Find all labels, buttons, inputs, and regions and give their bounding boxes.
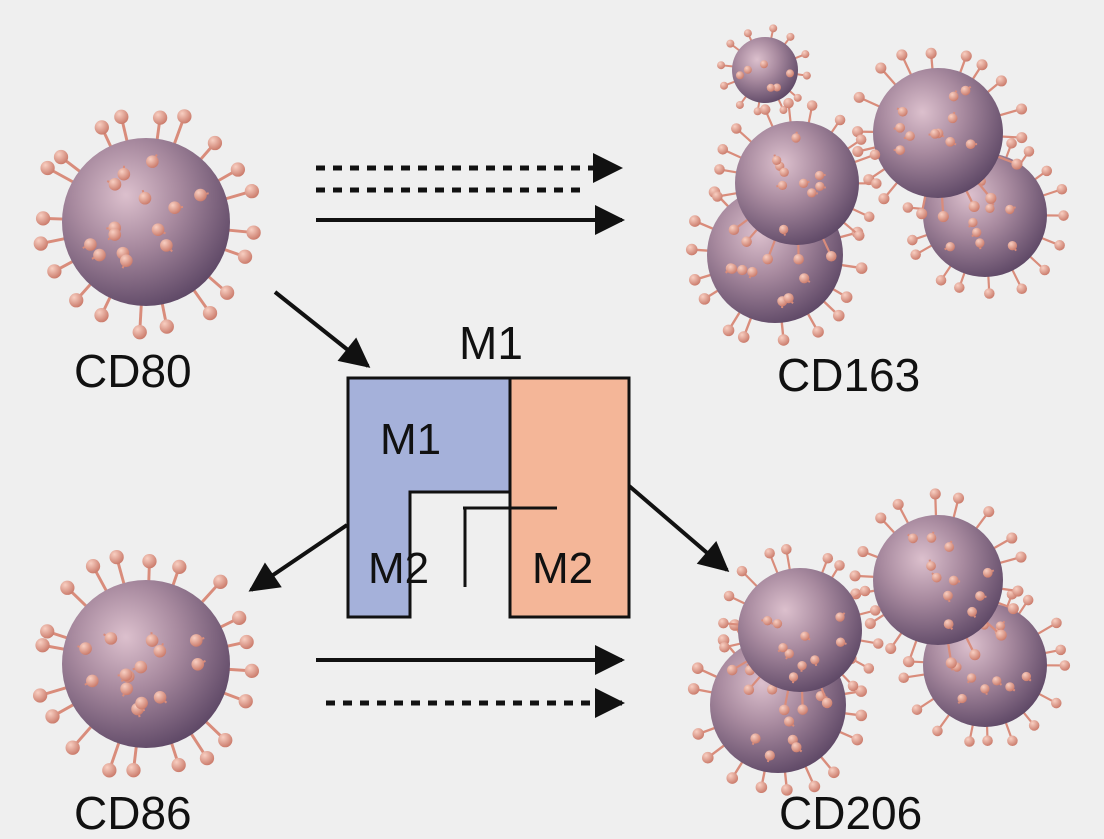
label-m1-box: M1 <box>380 418 441 462</box>
cell-cd86-icon <box>33 550 259 777</box>
label-cd206: CD206 <box>779 790 922 836</box>
label-cd86: CD86 <box>74 790 192 836</box>
arrow-box-to-cd206 <box>628 485 727 570</box>
cell-cd80-icon <box>34 109 261 339</box>
label-m1-top: M1 <box>459 320 523 366</box>
label-cd163: CD163 <box>777 352 920 398</box>
arrow-cd80-to-box <box>275 292 368 366</box>
arrow-box-to-cd86 <box>251 525 347 590</box>
label-cd80: CD80 <box>74 348 192 394</box>
cell-cluster-top-small-icon <box>717 24 811 115</box>
label-m2-left: M2 <box>368 547 429 591</box>
label-m2-right: M2 <box>532 547 593 591</box>
